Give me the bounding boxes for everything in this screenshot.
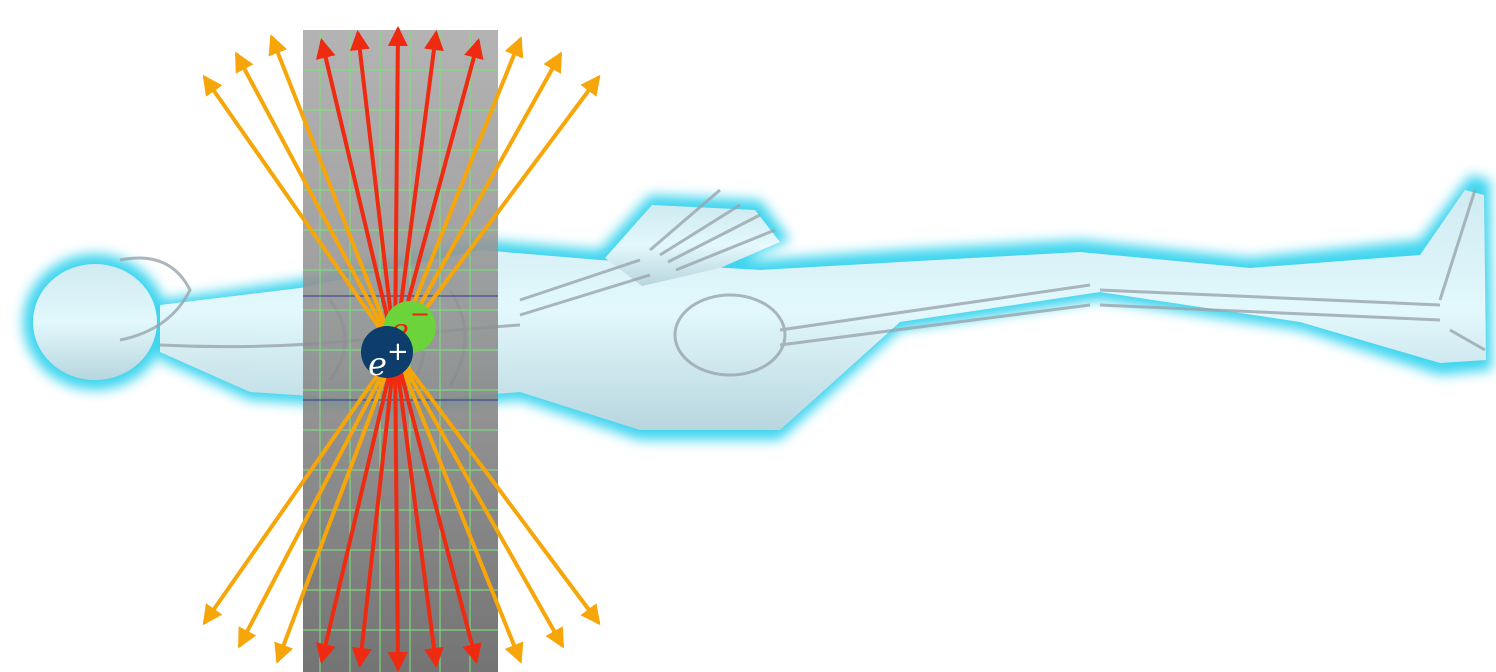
electron-charge: − — [410, 300, 430, 328]
positron-symbol: e — [368, 345, 387, 383]
human-body — [23, 175, 1492, 440]
positron-charge: + — [387, 337, 409, 367]
